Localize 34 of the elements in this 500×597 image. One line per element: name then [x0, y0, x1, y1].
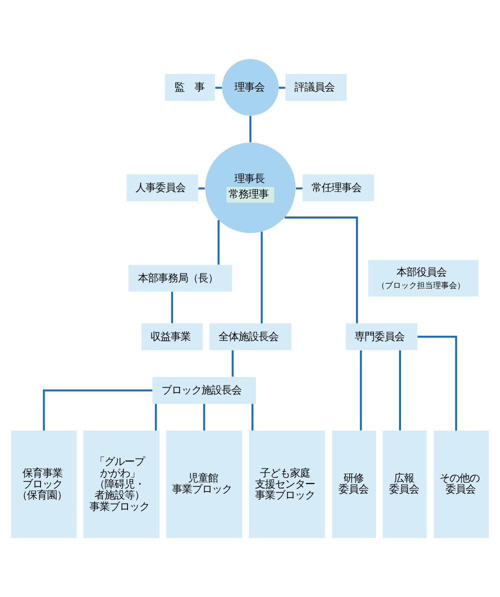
- node-box: 専門委員会: [346, 323, 418, 350]
- node-box: 児童館事業ブロック: [166, 430, 242, 538]
- node-box: 本部役員会 （ブロック担当理事会）: [368, 260, 478, 296]
- connector: [284, 216, 358, 324]
- connector: [203, 404, 206, 430]
- node-box: ブロック施設長会: [152, 377, 256, 404]
- node-box: 本部事務局（長）: [128, 264, 232, 292]
- connector: [42, 389, 152, 431]
- connector: [249, 116, 252, 142]
- connector: [360, 350, 362, 430]
- connector: [171, 292, 174, 324]
- node-box: 収益事業: [142, 323, 203, 350]
- connector: [260, 232, 263, 324]
- node-box: 保育事業ブロック（保育園）: [11, 430, 77, 538]
- node-box: 全体施設長会: [209, 323, 292, 350]
- connector: [418, 336, 458, 431]
- connector: [399, 350, 401, 430]
- connector: [251, 404, 254, 430]
- connector: [218, 220, 220, 265]
- connector: [232, 350, 234, 377]
- node-box: その他の委員会: [434, 430, 489, 538]
- node-box: 広報委員会: [382, 430, 427, 538]
- node-box: 「グループかがわ」（障碍児・者施設等）事業ブロック: [83, 430, 160, 538]
- connector: [154, 404, 157, 430]
- node-circle: 理事長 常務理事: [205, 142, 296, 233]
- node-circle: 理事会: [222, 58, 279, 116]
- node-box: 評議員会: [285, 74, 347, 101]
- node-box: 監 事: [165, 74, 215, 101]
- node-box: 人事委員会: [126, 174, 198, 202]
- node-box: 常任理事会: [302, 174, 374, 202]
- connector: [198, 187, 205, 190]
- connector: [296, 187, 302, 190]
- node-box: 子ども家庭支援センター事業ブロック: [248, 430, 325, 538]
- node-box: 研修委員会: [332, 430, 376, 538]
